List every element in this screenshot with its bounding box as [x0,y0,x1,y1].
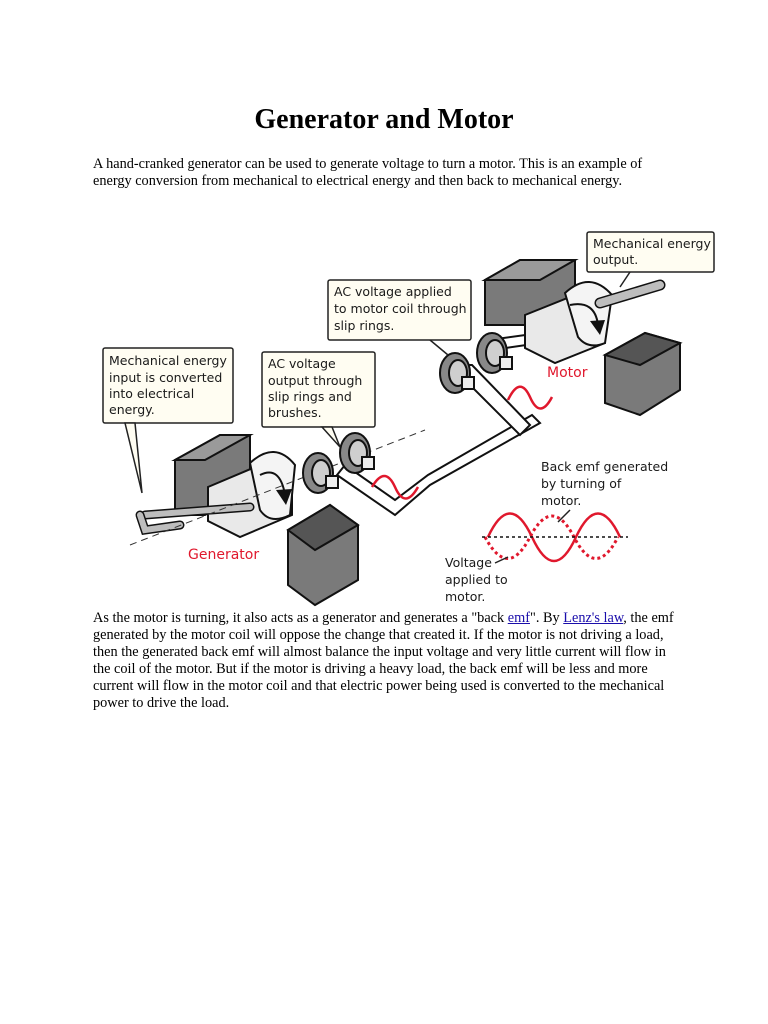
signal-waves [370,385,628,563]
intro-paragraph: A hand-cranked generator can be used to … [93,156,643,189]
emf-link[interactable]: emf [507,610,530,626]
lenz-law-link[interactable]: Lenz's law [563,610,624,626]
body-paragraph: As the motor is turning, it also acts as… [93,610,678,712]
motor-slip-rings [439,332,513,394]
generator-assembly [129,429,426,607]
applied-voltage-wave [486,512,622,563]
motor-input-wave [506,385,554,410]
generator-label: Generator [188,547,259,563]
motor-label: Motor [547,365,588,381]
body-text-end: , the emf generated by the motor coil wi… [93,610,674,711]
body-text-between: ". By [529,610,564,626]
generator-output-wave [370,474,420,500]
generator-slip-rings [302,432,375,494]
back-emf-wave [483,514,620,560]
page-title: Generator and Motor [254,104,514,135]
motor-assembly [439,259,683,417]
body-text-start: As the motor is turning, it also acts as… [93,610,508,626]
